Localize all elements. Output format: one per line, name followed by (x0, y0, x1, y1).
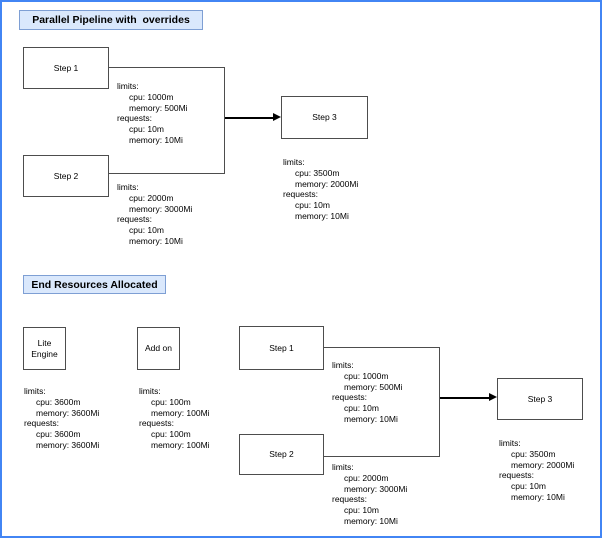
resource-line: limits: (117, 81, 139, 91)
resource-line: memory: 10Mi (344, 413, 398, 424)
arrowhead-icon (273, 113, 281, 121)
resource-line: memory: 100Mi (151, 407, 210, 418)
node-label: Lite Engine (31, 337, 58, 359)
resource-line: cpu: 2000m (344, 472, 389, 483)
connector-arrow-to-step3 (225, 117, 274, 119)
resource-line: cpu: 10m (295, 200, 330, 211)
connector-step2-merge (109, 173, 225, 174)
resource-line: cpu: 1000m (129, 91, 174, 102)
connector-step1-merge (109, 67, 225, 68)
resource-line: cpu: 2000m (129, 192, 174, 203)
resources-lite-engine: limits: cpu: 3600m memory: 3600Mi reques… (24, 386, 99, 451)
node-label: Step 3 (312, 112, 337, 122)
resources-step2-override: limits: cpu: 2000m memory: 3000Mi reques… (117, 182, 192, 247)
resources-step1-override: limits: cpu: 1000m memory: 500Mi request… (117, 81, 188, 146)
node-label: Step 3 (527, 393, 553, 404)
connector-step2-final-merge (324, 456, 440, 457)
resource-line: memory: 3000Mi (129, 203, 193, 214)
node-label: Add on (145, 343, 172, 353)
resources-step3-final: limits: cpu: 3500m memory: 2000Mi reques… (499, 438, 574, 503)
resource-line: cpu: 3500m (511, 448, 556, 459)
node-step2: Step 2 (23, 155, 109, 197)
connector-merge-vertical (224, 67, 225, 174)
resource-line: limits: (499, 438, 521, 448)
resource-line: cpu: 1000m (344, 370, 389, 381)
connector-final-merge-vertical (439, 347, 440, 457)
resource-line: cpu: 10m (344, 505, 379, 516)
resource-line: cpu: 3600m (36, 396, 81, 407)
node-label: Step 2 (269, 449, 294, 459)
resource-line: requests: (332, 494, 367, 505)
resource-line: cpu: 3600m (36, 429, 81, 440)
node-step2-final: Step 2 (239, 434, 324, 475)
resource-line: memory: 10Mi (511, 491, 565, 502)
resource-line: requests: (283, 189, 318, 200)
resource-line: requests: (117, 113, 152, 124)
resource-line: limits: (283, 157, 305, 167)
node-step1-final: Step 1 (239, 326, 324, 370)
resource-line: limits: (24, 386, 46, 396)
resource-line: requests: (24, 418, 59, 429)
resource-line: requests: (117, 214, 152, 225)
resource-line: memory: 10Mi (344, 515, 398, 526)
resource-line: cpu: 10m (344, 403, 379, 414)
resources-step2-final: limits: cpu: 2000m memory: 3000Mi reques… (332, 462, 407, 527)
resource-line: memory: 500Mi (344, 381, 403, 392)
node-step1: Step 1 (23, 47, 109, 89)
resource-line: memory: 2000Mi (295, 178, 359, 189)
resource-line: limits: (117, 182, 139, 192)
resource-line: limits: (332, 360, 354, 370)
arrowhead-icon (489, 393, 497, 401)
resource-line: limits: (139, 386, 161, 396)
resource-line: cpu: 100m (151, 429, 191, 440)
node-label: Step 1 (269, 342, 294, 353)
resource-line: memory: 2000Mi (511, 459, 575, 470)
resource-line: memory: 500Mi (129, 102, 188, 113)
connector-arrow-to-step3-final (440, 397, 489, 399)
resource-line: memory: 3600Mi (36, 439, 100, 450)
resource-line: memory: 100Mi (151, 439, 210, 450)
resource-line: memory: 10Mi (295, 210, 349, 221)
resource-line: memory: 10Mi (129, 134, 183, 145)
resource-line: memory: 3000Mi (344, 483, 408, 494)
resources-add-on: limits: cpu: 100m memory: 100Mi requests… (139, 386, 210, 451)
section-title-label: Parallel Pipeline with overrides (32, 14, 190, 26)
resource-line: requests: (332, 392, 367, 403)
section-title-parallel-pipeline: Parallel Pipeline with overrides (19, 10, 203, 30)
resource-line: requests: (499, 470, 534, 481)
node-add-on: Add on (137, 327, 180, 370)
section-title-end-resources: End Resources Allocated (23, 275, 166, 294)
resource-line: cpu: 10m (129, 124, 164, 135)
resource-line: limits: (332, 462, 354, 472)
resources-step1-final: limits: cpu: 1000m memory: 500Mi request… (332, 360, 403, 425)
resource-line: requests: (139, 418, 174, 429)
connector-step1-final-merge (324, 347, 440, 348)
resource-line: cpu: 3500m (295, 167, 340, 178)
node-label: Step 1 (53, 62, 79, 73)
resource-line: memory: 3600Mi (36, 407, 100, 418)
resource-line: cpu: 10m (511, 481, 546, 492)
resource-line: memory: 10Mi (129, 235, 183, 246)
node-label: Step 2 (53, 170, 79, 181)
resources-step3-override: limits: cpu: 3500m memory: 2000Mi reques… (283, 157, 358, 222)
section-title-label: End Resources Allocated (31, 278, 158, 291)
node-step3: Step 3 (281, 96, 368, 139)
resource-line: cpu: 10m (129, 225, 164, 236)
node-lite-engine: Lite Engine (23, 327, 66, 370)
resource-line: cpu: 100m (151, 396, 191, 407)
node-step3-final: Step 3 (497, 378, 583, 420)
